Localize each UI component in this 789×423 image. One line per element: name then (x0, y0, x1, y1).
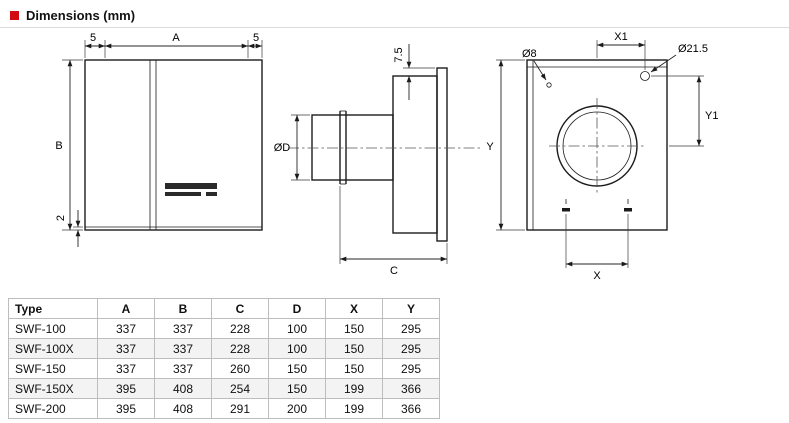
section-title: Dimensions (mm) (26, 7, 136, 23)
dim-d: ØD (274, 114, 310, 181)
table-cell: 100 (268, 338, 326, 359)
table-cell: 100 (268, 318, 326, 339)
table-cell: 228 (211, 338, 269, 359)
dim-y: Y (486, 59, 525, 231)
table-row: SWF-100 337 337 228 100 150 295 (8, 318, 440, 339)
dimension-drawings: A 5 5 B 2 (55, 31, 718, 282)
table-cell: 260 (211, 358, 269, 379)
table-cell: 199 (325, 398, 383, 419)
table-cell: 337 (97, 338, 155, 359)
mounting-hole-large (640, 71, 650, 81)
column-header-b: B (154, 298, 212, 319)
dim-label-x1: X1 (614, 31, 627, 43)
dim-y1: Y1 (651, 75, 718, 147)
table-cell: 150 (325, 358, 383, 379)
dimensions-table: Type A B C D X Y SWF-100 337 337 228 100… (8, 298, 440, 419)
table-cell: 337 (154, 338, 212, 359)
table-cell: 295 (382, 338, 440, 359)
table-cell: 408 (154, 378, 212, 399)
dim-c: C (339, 186, 448, 277)
mounting-slot-right (624, 208, 632, 212)
dim-label-hole-large: Ø21.5 (678, 43, 708, 55)
table-row: SWF-150 337 337 260 150 150 295 (8, 358, 440, 379)
table-cell: 337 (97, 318, 155, 339)
table-cell: 200 (268, 398, 326, 419)
table-cell-type: SWF-100X (8, 338, 98, 359)
table-cell-type: SWF-200 (8, 398, 98, 419)
dim-label-x: X (593, 270, 601, 282)
table-cell: 337 (154, 318, 212, 339)
dim-7-5: 7.5 (393, 44, 435, 100)
section-header: Dimensions (mm) (0, 0, 789, 28)
dim-2: 2 (55, 210, 83, 247)
mounting-slot-left (562, 208, 570, 212)
leader-hole-small: Ø8 (522, 48, 547, 81)
table-cell: 254 (211, 378, 269, 399)
dim-a-and-5: A 5 5 (84, 32, 263, 58)
table-cell: 150 (325, 318, 383, 339)
dim-label-y1: Y1 (705, 110, 718, 122)
dim-label-5-left: 5 (90, 32, 96, 44)
dim-label-c: C (390, 265, 398, 277)
column-header-d: D (268, 298, 326, 319)
column-header-y: Y (382, 298, 440, 319)
dim-b: B (55, 59, 83, 231)
nameplate (165, 183, 217, 189)
dim-label-2: 2 (55, 215, 67, 221)
table-cell: 199 (325, 378, 383, 399)
column-header-a: A (97, 298, 155, 319)
table-cell: 295 (382, 358, 440, 379)
side-view-outline (311, 67, 448, 242)
mounting-hole-small (546, 82, 552, 88)
table-cell: 150 (325, 338, 383, 359)
table-cell: 150 (268, 378, 326, 399)
leader-hole-large: Ø21.5 (650, 43, 708, 73)
table-row: SWF-200 395 408 291 200 199 366 (8, 398, 440, 419)
table-cell: 228 (211, 318, 269, 339)
rear-view: X1 Ø8 Ø21.5 Y1 Y (486, 31, 718, 282)
table-cell: 366 (382, 398, 440, 419)
column-header-x: X (325, 298, 383, 319)
dim-x1: X1 (596, 31, 646, 70)
table-row: SWF-150X 395 408 254 150 199 366 (8, 378, 440, 399)
table-cell-type: SWF-150X (8, 378, 98, 399)
table-cell: 337 (154, 358, 212, 379)
dim-label-b: B (55, 140, 62, 152)
table-cell-type: SWF-150 (8, 358, 98, 379)
table-header-row: Type A B C D X Y (8, 298, 440, 319)
dim-label-y: Y (486, 141, 494, 153)
table-cell: 395 (97, 378, 155, 399)
table-cell: 150 (268, 358, 326, 379)
column-header-type: Type (8, 298, 98, 319)
table-row: SWF-100X 337 337 228 100 150 295 (8, 338, 440, 359)
side-view: 7.5 ØD C (274, 44, 480, 277)
dim-label-7-5: 7.5 (393, 47, 405, 62)
table-cell: 395 (97, 398, 155, 419)
dim-label-a: A (172, 32, 180, 44)
dim-label-5-right: 5 (253, 32, 259, 44)
dim-x: X (565, 214, 629, 282)
column-header-c: C (211, 298, 269, 319)
red-square-bullet-icon (10, 10, 19, 20)
table-cell: 408 (154, 398, 212, 419)
front-view-outline (84, 59, 263, 231)
table-cell: 337 (97, 358, 155, 379)
dim-label-hole-small: Ø8 (522, 48, 537, 60)
table-cell: 291 (211, 398, 269, 419)
table-cell-type: SWF-100 (8, 318, 98, 339)
dim-label-d: ØD (274, 142, 291, 154)
table-cell: 366 (382, 378, 440, 399)
table-cell: 295 (382, 318, 440, 339)
front-view: A 5 5 B 2 (55, 32, 263, 247)
